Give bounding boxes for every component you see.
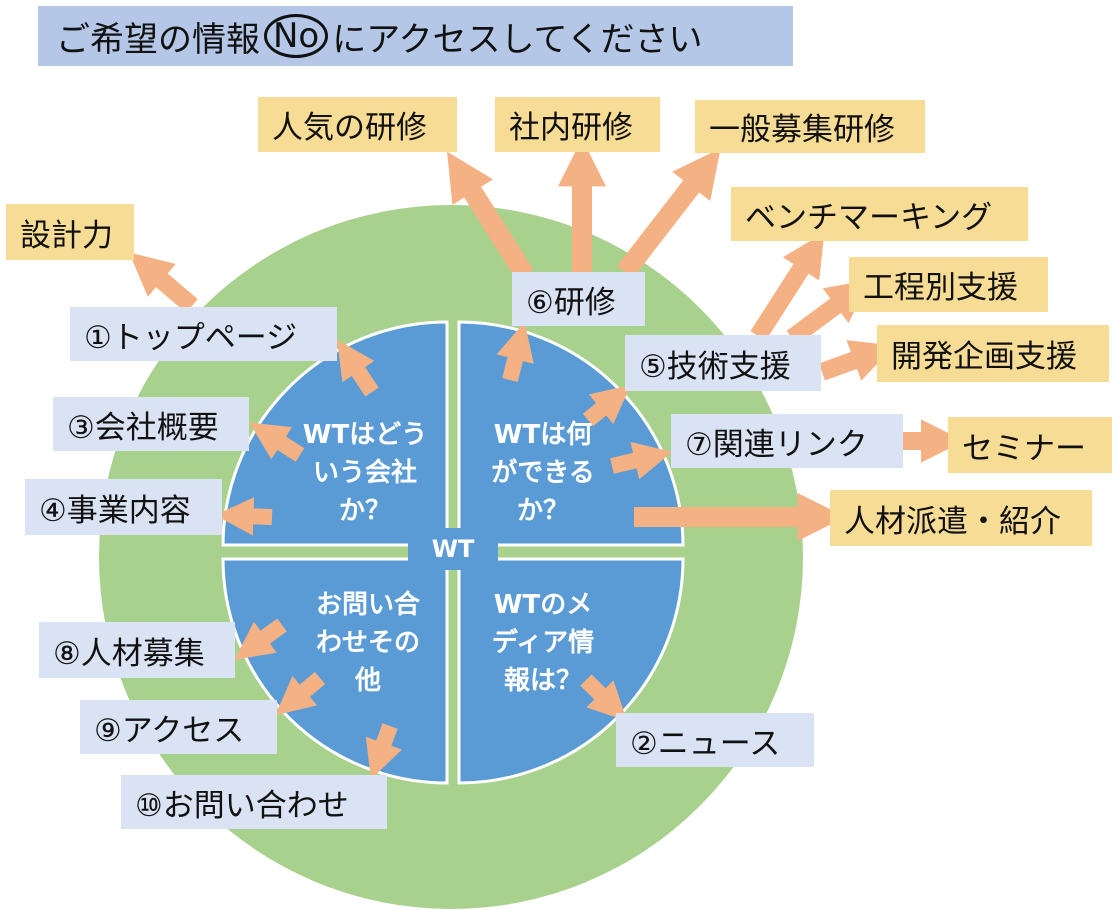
nav-training[interactable]: ⑥研修 — [512, 272, 645, 326]
sub-design-power[interactable]: 設計力 — [6, 204, 134, 260]
arrow-to-news — [580, 674, 628, 722]
sub-popular-training[interactable]: 人気の研修 — [258, 97, 457, 152]
arrow-to-access — [275, 671, 326, 716]
nav-top-page[interactable]: ①トップページ — [70, 307, 337, 361]
nav-business[interactable]: ④事業内容 — [25, 479, 222, 535]
arrow-to-popular-training — [447, 151, 534, 281]
nav-news[interactable]: ②ニュース — [616, 713, 814, 767]
arrow-to-company — [249, 422, 305, 462]
sub-public-training[interactable]: 一般募集研修 — [695, 100, 925, 153]
nav-contact[interactable]: ⑩お問い合わせ — [121, 775, 387, 829]
title-after: にアクセスしてください — [332, 19, 703, 60]
title-before: ご希望の情報 — [56, 19, 260, 60]
quadrant-text-top-left: WTはどう いう会社 か？ — [302, 420, 428, 526]
page-title: ご希望の情報 No にアクセスしてください — [38, 6, 793, 66]
arrow-to-training — [496, 321, 534, 382]
arrow-to-benchmarking — [750, 232, 825, 341]
arrow-to-public-training — [617, 148, 721, 279]
title-circled-no: No — [264, 14, 329, 58]
sub-inhouse-training[interactable]: 社内研修 — [495, 97, 660, 152]
nav-access[interactable]: ⑨アクセス — [80, 700, 277, 754]
quadrant-text-bottom-right: WTのメ ディア情 報は？ — [491, 590, 595, 696]
arrow-to-top-page — [337, 339, 379, 397]
arrow-to-tech-support — [582, 384, 631, 427]
arrow-to-links — [610, 441, 673, 480]
sub-benchmarking[interactable]: ベンチマーキング — [731, 187, 1028, 241]
arrows — [128, 138, 965, 780]
quadrant-text-top-right: WTは何 ができる か？ — [491, 420, 595, 526]
nav-links[interactable]: ⑦関連リンク — [671, 414, 903, 468]
sub-seminar[interactable]: セミナー — [948, 417, 1112, 473]
arrow-to-contact — [365, 723, 402, 780]
arrow-to-business — [215, 497, 273, 536]
sub-process-support[interactable]: 工程別支援 — [849, 257, 1048, 312]
arrow-to-design-power — [128, 252, 198, 313]
arrow-to-dev-planning — [818, 340, 895, 381]
arrow-to-recruit — [234, 618, 287, 660]
nav-company[interactable]: ③会社概要 — [53, 397, 249, 451]
arrow-to-process-support — [786, 280, 871, 346]
nav-tech-support[interactable]: ⑤技術支援 — [625, 335, 821, 391]
sub-dev-planning[interactable]: 開発企画支援 — [877, 325, 1109, 382]
sub-staffing[interactable]: 人材派遣・紹介 — [830, 490, 1092, 546]
nav-recruit[interactable]: ⑧人材募集 — [39, 622, 235, 678]
center-label: WT — [408, 528, 498, 570]
quadrant-text-bottom-left: お問い合 わせその 他 — [315, 590, 420, 696]
